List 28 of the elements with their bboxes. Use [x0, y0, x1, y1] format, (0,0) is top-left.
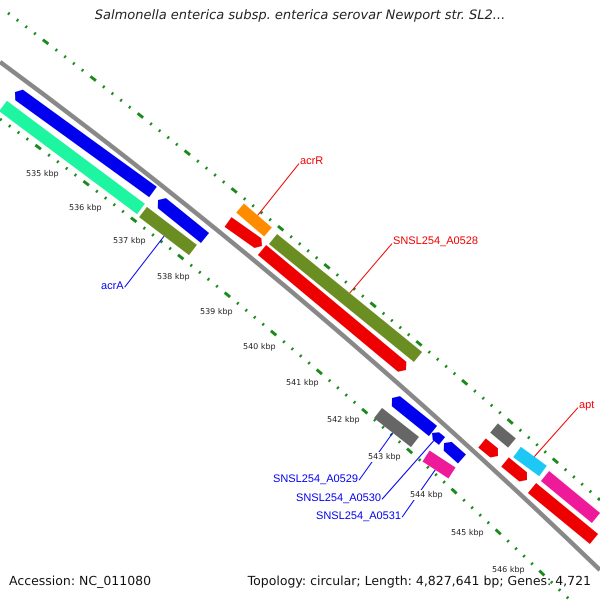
- tick-label: 545 kbp: [451, 528, 484, 538]
- tick-label: 543 kbp: [368, 452, 401, 462]
- gene-label: SNSL254_A0531: [316, 510, 402, 524]
- leader-line: [124, 236, 165, 288]
- title: Salmonella enterica subsp. enterica serovar Newport str. SL2...: [94, 8, 506, 24]
- gene-label: SNSL254_A0529: [273, 473, 358, 486]
- leader-line: [382, 440, 434, 500]
- tick-label: 535 kbp: [26, 169, 59, 179]
- gene-label: SNSL254_A0530: [296, 492, 382, 506]
- leader-line: [349, 243, 392, 294]
- tick-label: 537 kbp: [113, 236, 146, 246]
- gene-feature: [432, 432, 446, 445]
- gene-label: SNSL254_A0528: [393, 235, 478, 248]
- tick-label: 546 kbp: [492, 565, 525, 575]
- accession-text: Accession: NC_011080: [9, 573, 152, 588]
- tick-label: 536 kbp: [69, 203, 102, 213]
- gene-label: apt: [579, 399, 594, 412]
- tick-label: 539 kbp: [200, 307, 233, 317]
- gene-feature: [374, 408, 419, 448]
- tick-label: 540 kbp: [243, 342, 276, 352]
- gene-label: acrR: [300, 155, 324, 168]
- leader-line: [257, 163, 300, 216]
- gene-feature: [422, 450, 456, 478]
- genome-info-text: Topology: circular; Length: 4,827,641 bp; Genes: 4,721: [248, 573, 591, 588]
- gene-label: acrA: [101, 280, 124, 294]
- gene-feature: [236, 203, 272, 237]
- leader-line: [534, 407, 578, 458]
- gene-feature: [513, 446, 547, 476]
